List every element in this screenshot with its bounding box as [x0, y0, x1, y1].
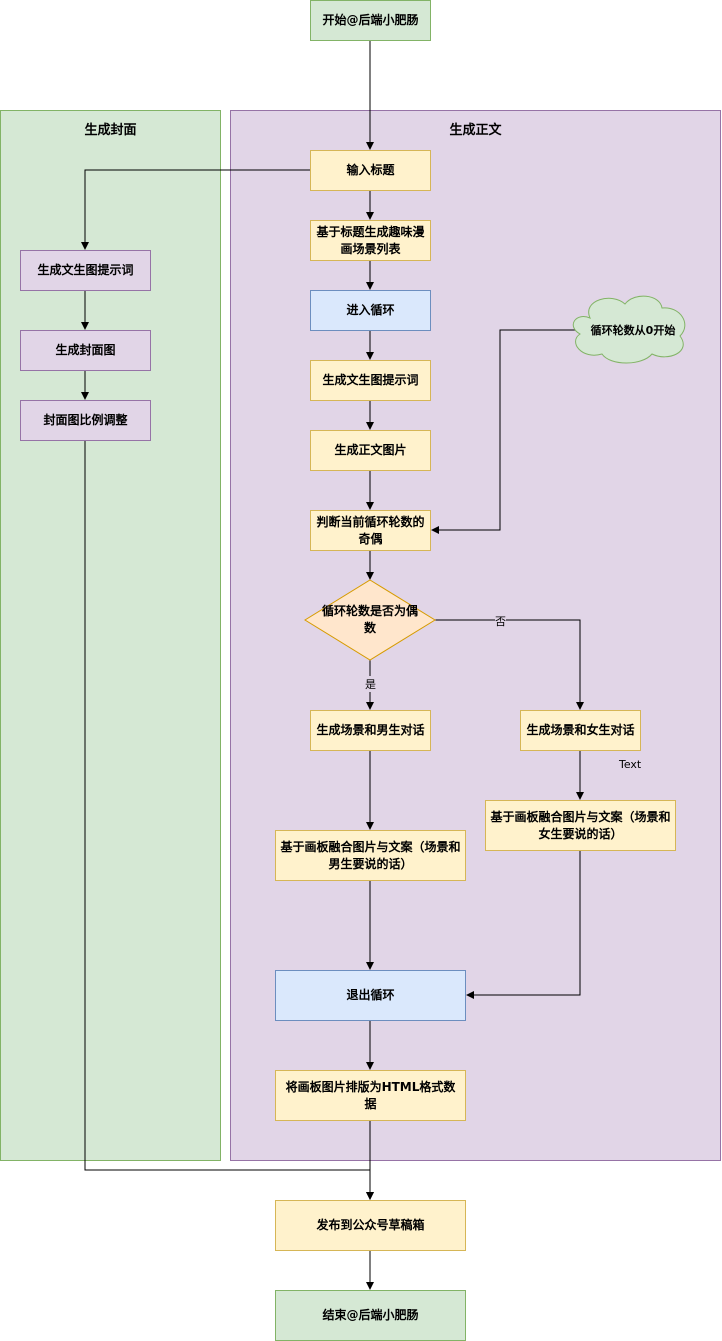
gen-cover-node[interactable]: 生成封面图 [20, 330, 151, 371]
cloud-loop-start-label: 循环轮数从0开始 [590, 324, 676, 337]
edge-label-text: Text [619, 758, 642, 771]
gen-prompt-cover-node[interactable]: 生成文生图提示词 [20, 250, 151, 291]
cover-ratio-node[interactable]: 封面图比例调整 [20, 400, 151, 441]
start-node[interactable]: 开始@后端小肥肠 [310, 0, 431, 41]
publish-node[interactable]: 发布到公众号草稿箱 [275, 1200, 466, 1251]
merge-female-node[interactable]: 基于画板融合图片与文案（场景和女生要说的话） [485, 800, 676, 851]
exit-loop-node[interactable]: 退出循环 [275, 970, 466, 1021]
judge-parity-node[interactable]: 判断当前循环轮数的奇偶 [310, 510, 431, 551]
male-dialog-node[interactable]: 生成场景和男生对话 [310, 710, 431, 751]
enter-loop-node[interactable]: 进入循环 [310, 290, 431, 331]
edge-cloud-to-judge [431, 329, 578, 534]
end-node[interactable]: 结束@后端小肥肠 [275, 1290, 466, 1341]
edge-input-to-cover-prompt [81, 169, 310, 250]
lane-cover-title: 生成封面 [84, 123, 137, 138]
cloud-shape [572, 295, 686, 364]
is-even-decision-label[interactable]: 循环轮数是否为偶数 [321, 604, 418, 635]
to-html-node[interactable]: 将画板图片排版为HTML格式数据 [275, 1070, 466, 1121]
edge-label-no: 否 [495, 613, 506, 629]
edge-merge-female-to-exit [466, 850, 581, 999]
gen-prompt-body-node[interactable]: 生成文生图提示词 [310, 360, 431, 401]
gen-scene-list-node[interactable]: 基于标题生成趣味漫画场景列表 [310, 220, 431, 261]
female-dialog-node[interactable]: 生成场景和女生对话 [520, 710, 641, 751]
edge-no-to-female [435, 619, 584, 710]
edge-label-yes: 是 [365, 676, 376, 692]
merge-male-node[interactable]: 基于画板融合图片与文案（场景和男生要说的话） [275, 830, 466, 881]
decision-diamond-shape [304, 579, 436, 661]
edge-cover-ratio-to-publish [84, 440, 374, 1200]
gen-body-image-node[interactable]: 生成正文图片 [310, 430, 431, 471]
lane-body-title: 生成正文 [449, 123, 502, 138]
input-title-node[interactable]: 输入标题 [310, 150, 431, 191]
